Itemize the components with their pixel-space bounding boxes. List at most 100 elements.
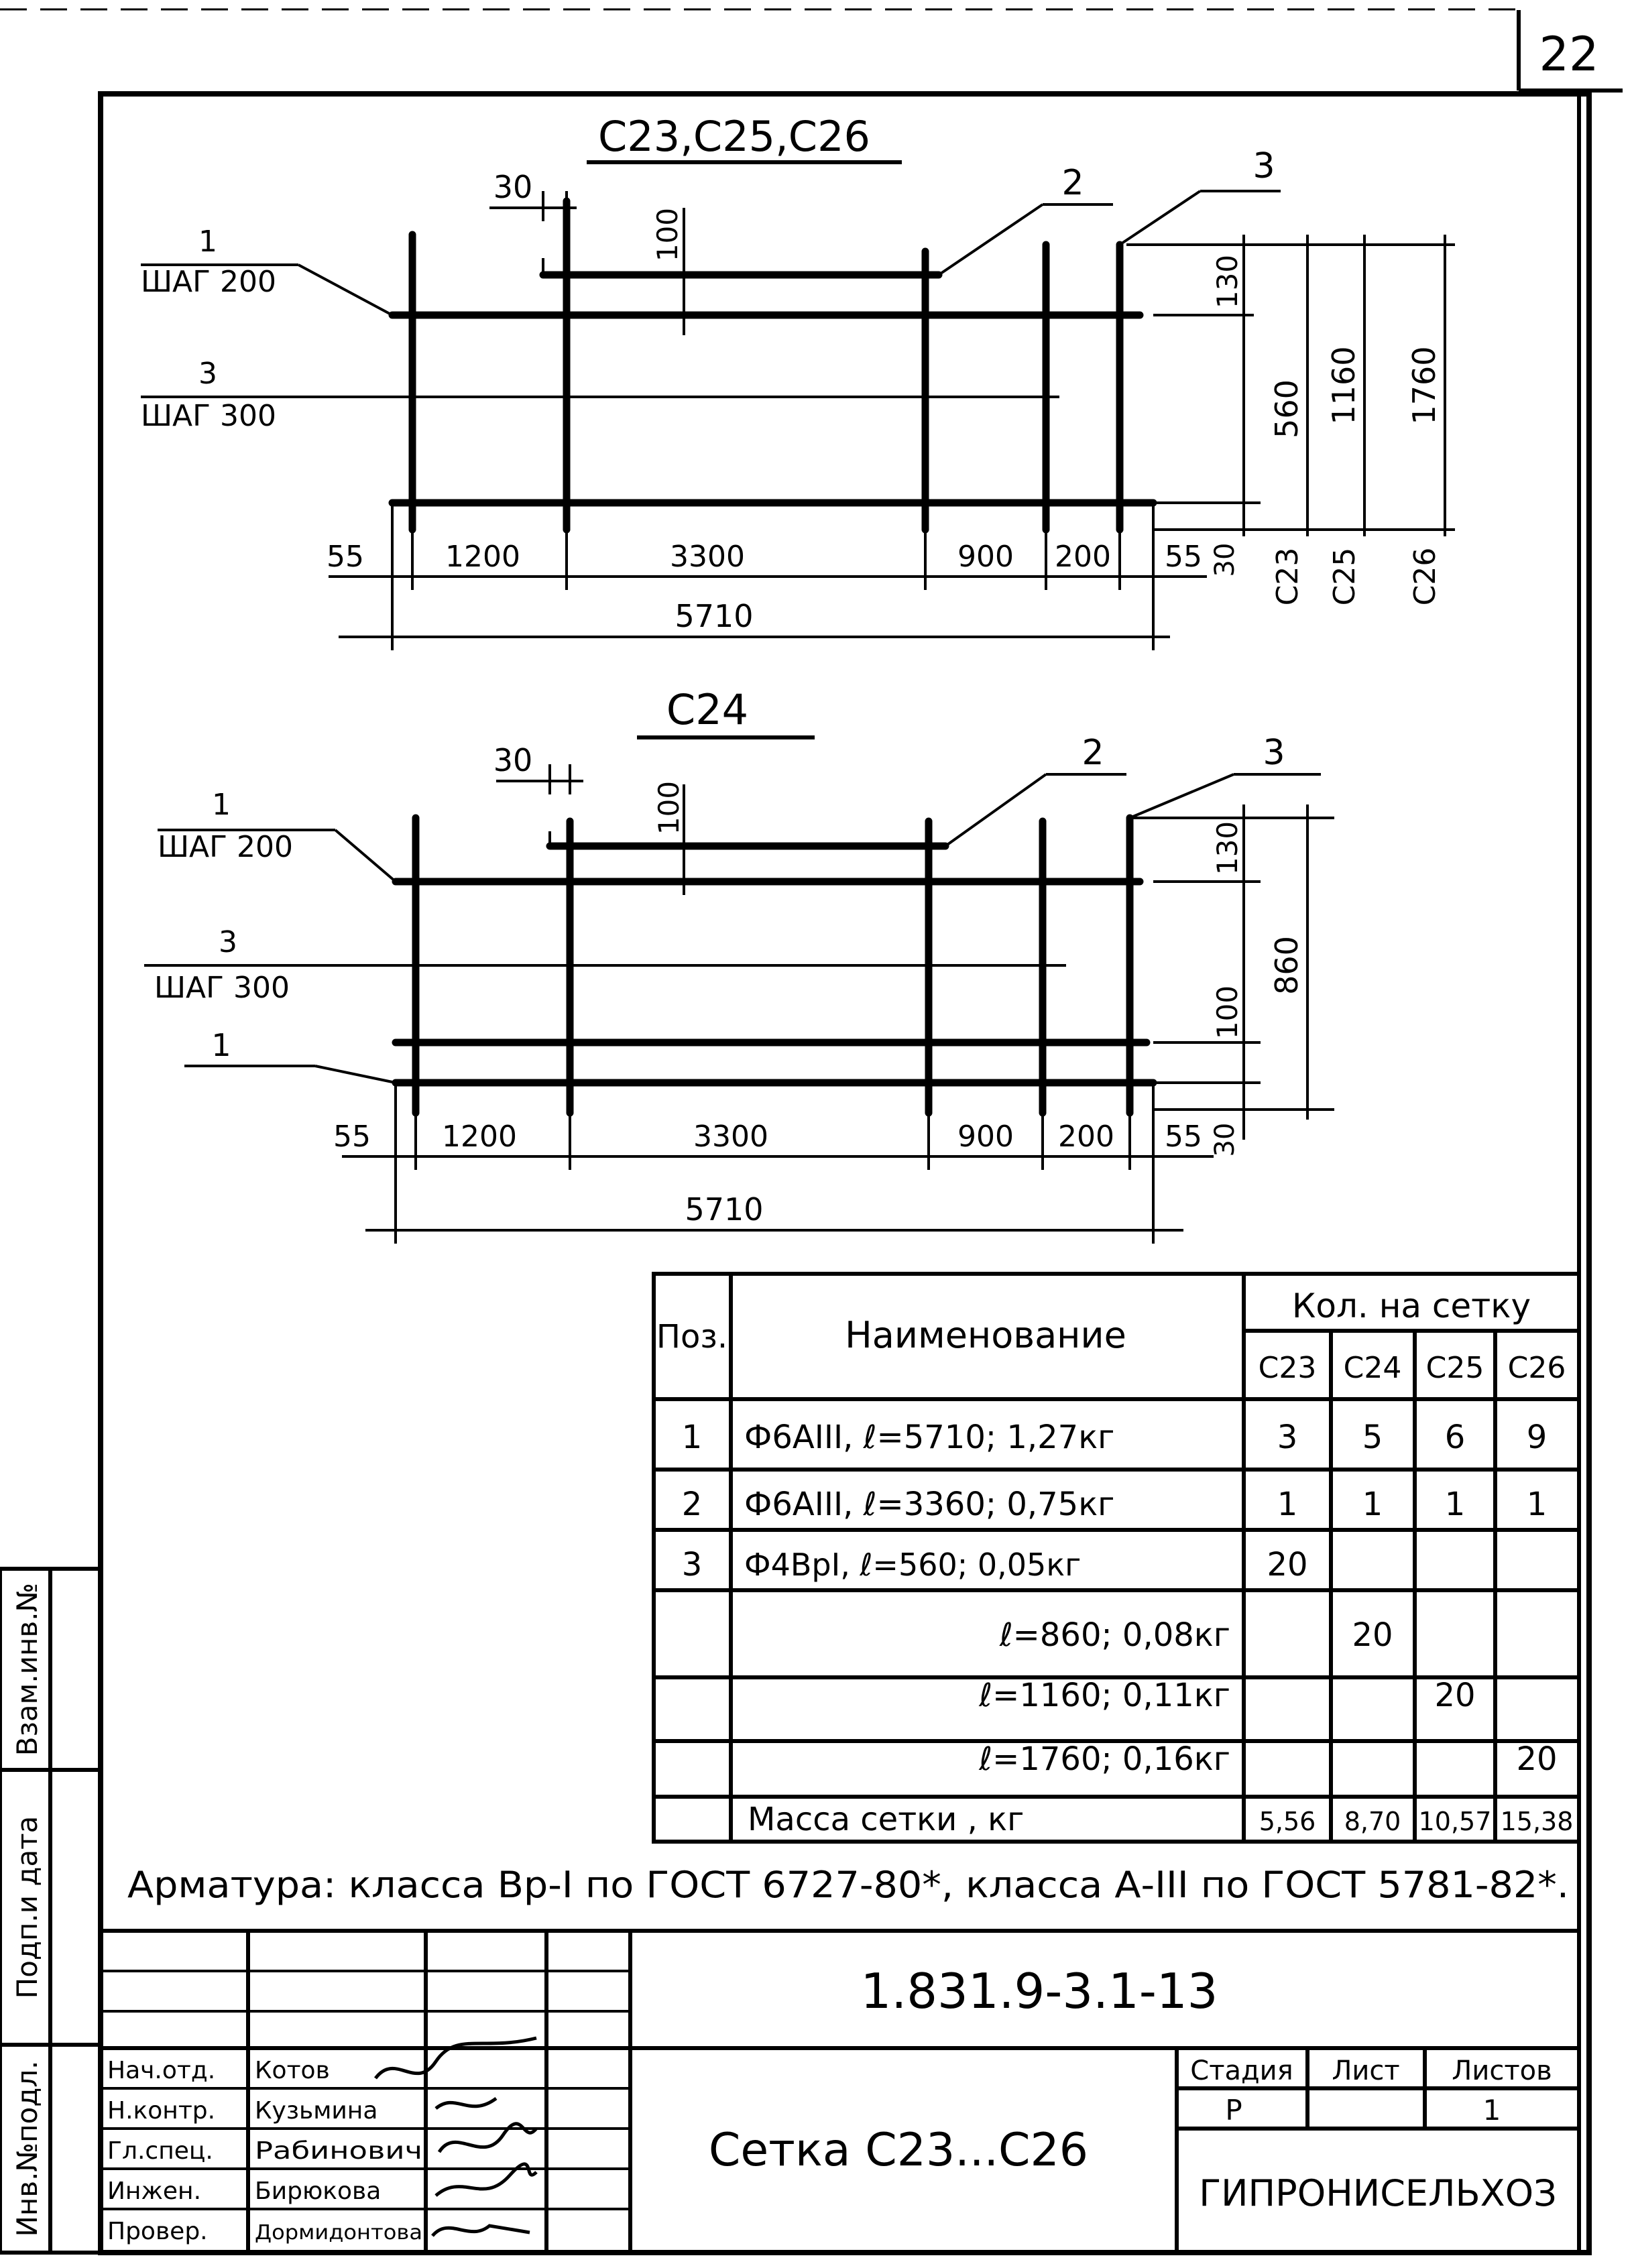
drawing1-title: С23,С25,С26 bbox=[598, 112, 870, 161]
row3-name: Ф4ВрI, ℓ=560; 0,05кг bbox=[744, 1547, 1081, 1583]
name-4: Бирюкова bbox=[255, 2177, 381, 2205]
d1-dim-1760: 1760 bbox=[1406, 346, 1442, 424]
d2-dim-5710: 5710 bbox=[685, 1191, 763, 1228]
d2-callout-1: 1 bbox=[212, 788, 231, 822]
row6-c26: 20 bbox=[1516, 1740, 1557, 1778]
row1-name: Ф6АIII, ℓ=5710; 1,27кг bbox=[744, 1419, 1114, 1456]
col-qty-header: Кол. на сетку bbox=[1292, 1287, 1531, 1325]
d1-dim-100: 100 bbox=[651, 208, 684, 261]
stamp-sign-date: Подп.и дата bbox=[11, 1816, 44, 1999]
name-1: Котов bbox=[255, 2057, 330, 2084]
main-frame bbox=[98, 91, 1592, 2255]
stage-label: Стадия bbox=[1190, 2055, 1293, 2086]
sheet-number: 22 bbox=[1539, 27, 1598, 82]
d2-dim-100: 100 bbox=[652, 781, 685, 835]
stage-value: Р bbox=[1225, 2094, 1242, 2127]
name-2: Кузьмина bbox=[255, 2097, 377, 2125]
row7-c24: 8,70 bbox=[1344, 1807, 1401, 1836]
d1-dim-130: 130 bbox=[1211, 255, 1244, 308]
row1-c24: 5 bbox=[1362, 1419, 1383, 1456]
d2-dim-1200: 1200 bbox=[442, 1120, 517, 1154]
drawing-code: 1.831.9-3.1-13 bbox=[861, 1963, 1218, 2019]
role-4: Инжен. bbox=[107, 2177, 201, 2205]
row2-c24: 1 bbox=[1362, 1486, 1383, 1523]
col-name-header: Наименование bbox=[845, 1314, 1126, 1356]
row1-c23: 3 bbox=[1277, 1419, 1298, 1456]
row2-c25: 1 bbox=[1445, 1486, 1466, 1523]
d2-callout-3: 3 bbox=[219, 925, 237, 959]
title-block: 1.831.9-3.1-13 Сетка С23...С26 Стадия Ли… bbox=[101, 1929, 1579, 2253]
d1-dim-30-top: 30 bbox=[493, 169, 533, 205]
d1-label-c26: С26 bbox=[1408, 548, 1442, 606]
d1-dim-1200: 1200 bbox=[445, 540, 520, 574]
row4-name: ℓ=860; 0,08кг bbox=[999, 1616, 1230, 1654]
row1-c25: 6 bbox=[1445, 1419, 1466, 1456]
name-5: Дормидонтова bbox=[255, 2221, 422, 2245]
row7-c25: 10,57 bbox=[1419, 1807, 1492, 1836]
col-c25: С25 bbox=[1426, 1351, 1484, 1385]
col-c26: С26 bbox=[1508, 1351, 1566, 1385]
row7-c26: 15,38 bbox=[1501, 1807, 1574, 1836]
d1-callout-2: 2 bbox=[1061, 163, 1084, 203]
d2-step-300: ШАГ 300 bbox=[154, 971, 290, 1005]
row5-c25: 20 bbox=[1434, 1677, 1475, 1714]
d1-callout-1: 1 bbox=[198, 225, 217, 259]
d1-dim-5710: 5710 bbox=[675, 598, 753, 634]
row1-pos: 1 bbox=[682, 1419, 703, 1456]
row7-c23: 5,56 bbox=[1259, 1807, 1316, 1836]
d2-dim-860: 860 bbox=[1269, 936, 1305, 995]
sheets-label: Листов bbox=[1452, 2055, 1552, 2086]
row1-c26: 9 bbox=[1527, 1419, 1548, 1456]
d1-dim-900: 900 bbox=[957, 540, 1014, 574]
d1-dim-560: 560 bbox=[1269, 379, 1305, 438]
sheet-number-box: 22 bbox=[1517, 10, 1623, 93]
d2-callout-2: 2 bbox=[1082, 733, 1104, 773]
role-5: Провер. bbox=[107, 2218, 208, 2245]
role-2: Н.контр. bbox=[107, 2097, 215, 2125]
sheets-value: 1 bbox=[1483, 2094, 1501, 2127]
col-c23: С23 bbox=[1259, 1351, 1317, 1385]
role-3: Гл.спец. bbox=[107, 2137, 213, 2165]
d1-callout-3: 3 bbox=[198, 357, 217, 391]
d1-callout-3b: 3 bbox=[1252, 146, 1275, 186]
organization: ГИПРОНИСЕЛЬХОЗ bbox=[1199, 2172, 1557, 2214]
d1-label-c23: С23 bbox=[1271, 548, 1305, 606]
col-pos-header: Поз. bbox=[656, 1318, 727, 1356]
d2-dim-100b: 100 bbox=[1211, 986, 1244, 1039]
d2-dim-200: 200 bbox=[1058, 1120, 1114, 1154]
name-3: Рабинович bbox=[255, 2137, 422, 2165]
d2-dim-55-right: 55 bbox=[1165, 1120, 1202, 1154]
drawing-c23-c25-c26: С23,С25,С26 1 ШАГ 200 3 ШАГ 300 2 3 bbox=[141, 112, 1455, 650]
d1-dim-1160: 1160 bbox=[1326, 346, 1362, 424]
row2-c23: 1 bbox=[1277, 1486, 1298, 1523]
sheet-label: Лист bbox=[1332, 2055, 1399, 2086]
col-c24: С24 bbox=[1344, 1351, 1402, 1385]
row4-c24: 20 bbox=[1352, 1616, 1393, 1654]
drawing-c24: С24 1 ШАГ 200 3 ШАГ 300 1 2 3 bbox=[144, 685, 1334, 1244]
stamp-replace-inv: Взам.инв.№ bbox=[11, 1583, 44, 1756]
d2-callout-3b: 3 bbox=[1263, 733, 1285, 773]
role-1: Нач.отд. bbox=[107, 2057, 215, 2084]
row3-pos: 3 bbox=[682, 1546, 703, 1584]
spec-table: Поз. Наименование Кол. на сетку С23 С24 … bbox=[652, 1272, 1581, 1844]
row2-pos: 2 bbox=[682, 1486, 703, 1523]
d2-dim-3300: 3300 bbox=[693, 1120, 768, 1154]
d2-dim-55-left: 55 bbox=[333, 1120, 371, 1154]
row2-c26: 1 bbox=[1527, 1486, 1548, 1523]
stamp-inv-no: Инв.№подл. bbox=[11, 2060, 44, 2236]
d1-dim-30-bottom: 30 bbox=[1210, 543, 1240, 577]
signatures bbox=[374, 2036, 538, 2237]
row5-name: ℓ=1160; 0,11кг bbox=[978, 1677, 1230, 1714]
d2-dim-900: 900 bbox=[957, 1120, 1014, 1154]
d2-dim-30-bottom: 30 bbox=[1210, 1123, 1240, 1157]
d1-dim-55-right: 55 bbox=[1165, 540, 1202, 574]
row3-c23: 20 bbox=[1267, 1546, 1307, 1584]
d2-step-200: ШАГ 200 bbox=[158, 830, 293, 864]
d1-step-200: ШАГ 200 bbox=[141, 265, 276, 299]
drawing2-title: С24 bbox=[666, 685, 748, 734]
d1-label-c25: С25 bbox=[1328, 548, 1362, 606]
row7-name: Масса сетки , кг bbox=[748, 1801, 1024, 1838]
reinforcement-note: Арматура: класса Вр-I по ГОСТ 6727-80*, … bbox=[127, 1864, 1569, 1906]
d2-dim-30-top: 30 bbox=[493, 742, 533, 778]
